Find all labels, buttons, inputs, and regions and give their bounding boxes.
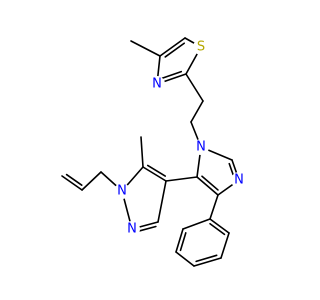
bond-ph3-ph4 <box>193 257 222 267</box>
bond-layer <box>61 37 240 267</box>
double-bond-c4t-c5t <box>164 42 186 58</box>
bond-al1-al2 <box>81 171 102 191</box>
double-bond-c4p-c5p <box>146 164 167 177</box>
bond-c4i-c5i <box>196 176 219 196</box>
bond-c3p-c4p <box>157 180 167 223</box>
bond-ph5-ph6 <box>175 228 184 253</box>
bond-c5p-me2 <box>140 136 144 168</box>
double-bond-ph3-ph4 <box>195 254 218 263</box>
double-bond-ph5-ph6 <box>179 232 187 252</box>
sulfur-atom-label: S <box>197 40 205 55</box>
molecule-diagram: S N N N N N <box>61 37 247 267</box>
bond-ch2a-ch2b <box>190 100 204 123</box>
bond-c4i-ph1 <box>209 194 219 220</box>
atom-label-layer: S N N N N N <box>114 39 247 237</box>
bond-ph4-ph5 <box>175 251 195 267</box>
pyrazole-n1-bg <box>114 183 130 199</box>
molecule-structure: S N N N N N <box>61 37 247 267</box>
imidazole-n1-bg <box>193 139 209 155</box>
imidazole-n3-label: N <box>234 173 244 188</box>
bond-ph2-ph3 <box>220 232 230 259</box>
pyrazole-n2-label: N <box>127 222 137 237</box>
pyrazole-n2-bg <box>124 221 140 237</box>
bond-ph1-ph2 <box>209 218 230 234</box>
double-bond-c4i-c5i <box>201 175 219 191</box>
thiazole-nitrogen-label: N <box>152 77 162 92</box>
bond-c2t-ch2a <box>185 73 204 102</box>
thiazole-nitrogen-bg <box>149 76 165 92</box>
bond-ph6-ph1 <box>182 218 211 230</box>
bond-c4p-c5p <box>142 166 167 182</box>
double-bond-c2t-Nt <box>158 70 183 81</box>
sulfur-atom-bg <box>193 39 209 55</box>
bond-al2-al3 <box>61 175 83 191</box>
double-bond-al2-al3 <box>65 173 83 187</box>
bond-c5i-c4p <box>165 176 198 182</box>
bond-me1-c4t <box>130 40 161 57</box>
imidazole-n1-label: N <box>196 140 206 155</box>
pyrazole-n1-label: N <box>117 184 127 199</box>
double-bond-ph1-ph2 <box>209 222 226 236</box>
bond-c4t-c5t <box>159 37 186 57</box>
imidazole-n3-bg <box>231 172 247 188</box>
